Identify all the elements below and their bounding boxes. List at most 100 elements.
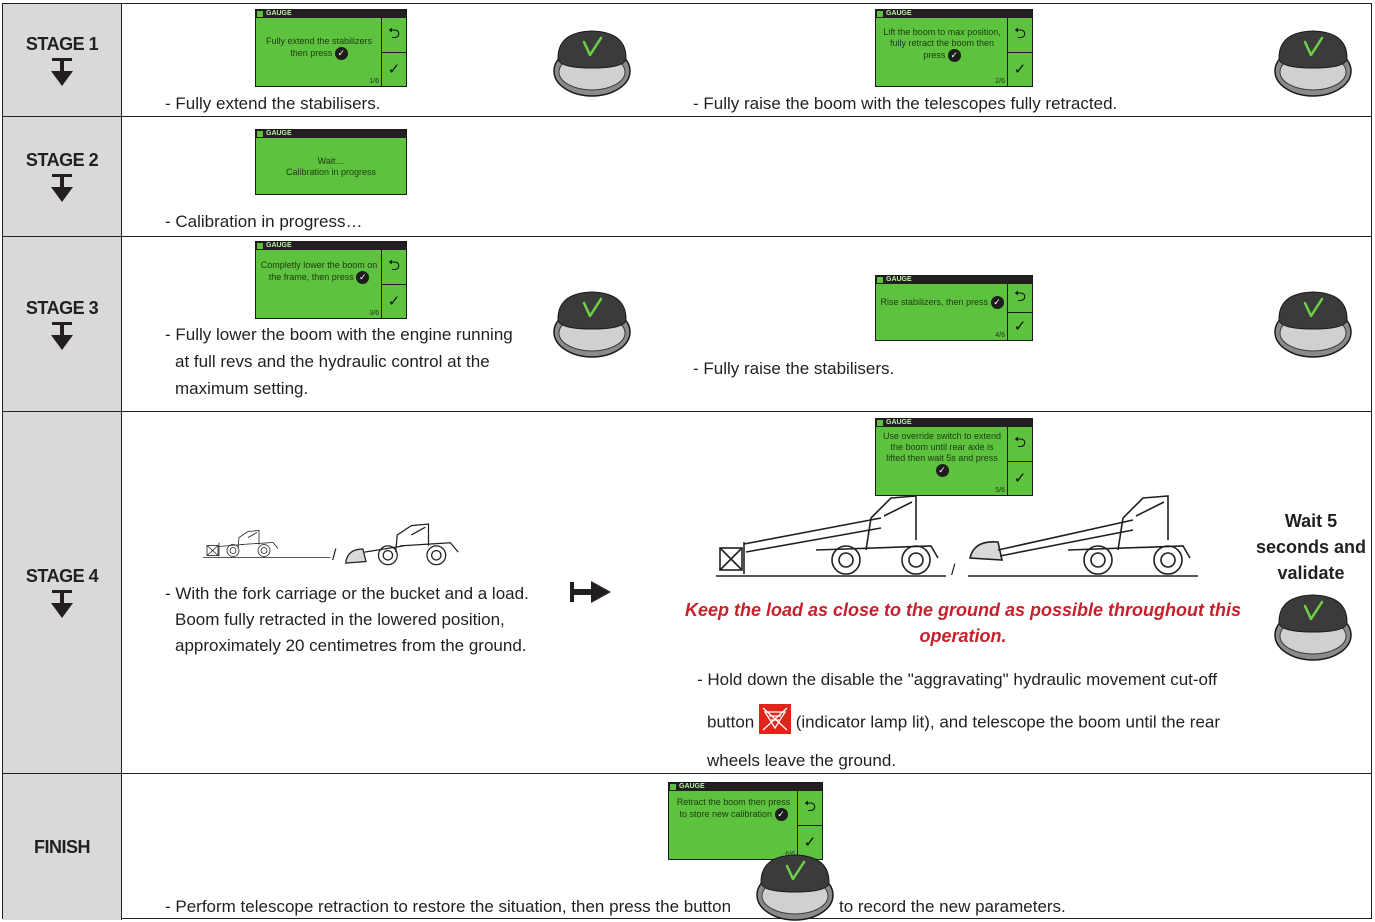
instruction-text: - With the fork carriage or the bucket a…	[165, 584, 529, 603]
stage-1-cell: STAGE 1	[3, 4, 122, 116]
validate-button-icon	[755, 852, 835, 922]
wait-line: Wait 5	[1284, 511, 1338, 531]
screen-header: GAUGE	[679, 783, 705, 790]
checkmark-icon: ✓	[947, 49, 961, 62]
cutoff-lamp-icon	[759, 704, 791, 734]
validate-button-icon	[1273, 592, 1353, 662]
down-arrow-bar-icon	[50, 321, 74, 351]
stage-label: FINISH	[33, 836, 91, 857]
step-counter: 2/6	[995, 78, 1005, 85]
stage-1-row: STAGE 1 GAUGE Fully extend the stabilize…	[3, 4, 1371, 117]
checkmark-icon: ✓	[774, 808, 788, 821]
checkmark-icon: ✓	[1013, 61, 1027, 78]
separator: /	[332, 547, 337, 564]
checkmark-icon: ✓	[387, 61, 401, 78]
screen-message: Fully extend the stabilizers then press	[265, 36, 373, 58]
validate-button-icon	[552, 289, 632, 359]
wait-instruction: Wait 5 seconds and validate	[1255, 508, 1367, 586]
step-counter: 6/6	[785, 851, 795, 858]
stage-4-cell: STAGE 4	[3, 412, 122, 773]
wait-line: validate	[1277, 563, 1345, 583]
checkmark-icon: ✓	[356, 271, 370, 284]
validate-button-icon	[552, 28, 632, 98]
screen-header: GAUGE	[886, 276, 912, 283]
separator: /	[951, 562, 956, 579]
instruction-text: maximum setting.	[175, 379, 309, 398]
gauge-screen: GAUGE Wait… Calibration in progress	[255, 129, 407, 195]
stage-label: STAGE 1	[25, 33, 99, 54]
finish-cell: FINISH	[3, 774, 122, 920]
instruction-text: - Fully lower the boom with the engine r…	[165, 325, 513, 344]
back-arrow-icon: ⮌	[1008, 427, 1032, 462]
finish-row: FINISH GAUGE Retract the boom then press…	[3, 774, 1371, 920]
checkmark-icon: ✓	[990, 296, 1004, 309]
warning-text: Keep the load as close to the ground as …	[653, 597, 1273, 649]
screen-header: GAUGE	[266, 10, 292, 17]
instruction-text: - Fully raise the boom with the telescop…	[693, 94, 1118, 113]
back-arrow-icon: ⮌	[382, 250, 406, 285]
step-counter: 3/6	[369, 310, 379, 317]
gauge-screen: GAUGE Rise stabilizers, then press ✓ 4/6…	[875, 275, 1033, 341]
extended-bucket-telehandler-icon	[965, 490, 1201, 580]
step-counter: 4/6	[995, 332, 1005, 339]
gauge-screen: GAUGE Fully extend the stabilizers then …	[255, 9, 407, 87]
instruction-text: - Calibration in progress…	[165, 212, 363, 231]
checkmark-icon: ✓	[1013, 318, 1027, 335]
checkmark-icon: ✓	[935, 464, 949, 477]
wait-line: seconds and	[1255, 537, 1367, 557]
screen-header: GAUGE	[266, 242, 292, 249]
down-arrow-bar-icon	[50, 173, 74, 203]
stage-label: STAGE 2	[25, 150, 99, 170]
validate-button-icon	[1273, 289, 1353, 359]
back-arrow-icon: ⮌	[1008, 284, 1032, 313]
instruction-text: at full revs and the hydraulic control a…	[175, 352, 490, 371]
step-counter: 1/6	[369, 78, 379, 85]
warning-line: Keep the load as close to the ground as …	[684, 600, 1242, 620]
instruction-text-line: button (indicator lamp lit), and telesco…	[707, 704, 1221, 738]
back-arrow-icon: ⮌	[382, 18, 406, 53]
stage-label: STAGE 3	[25, 297, 99, 318]
down-arrow-bar-icon	[50, 589, 74, 619]
screen-header: GAUGE	[266, 130, 292, 137]
gauge-screen: GAUGE Completly lower the boom on the fr…	[255, 241, 407, 319]
instruction-text: - Fully raise the stabilisers.	[693, 359, 895, 378]
checkmark-icon: ✓	[803, 834, 817, 851]
stage-3-row: STAGE 3 GAUGE Completly lower the boom o…	[3, 237, 1371, 412]
stage-2-cell: STAGE 2	[3, 117, 122, 236]
gauge-screen: GAUGE Lift the boom to max position, ful…	[875, 9, 1033, 87]
instruction-text: - Fully extend the stabilisers.	[165, 94, 381, 113]
right-arrow-bar-icon	[570, 581, 611, 603]
back-arrow-icon: ⮌	[798, 791, 822, 826]
step-counter: 5/6	[995, 487, 1005, 494]
gauge-screen: GAUGE Retract the boom then press to sto…	[668, 782, 823, 860]
gauge-screen: GAUGE Use override switch to extend the …	[875, 418, 1033, 496]
instruction-text: wheels leave the ground.	[707, 751, 897, 770]
instruction-text: - Perform telescope retraction to restor…	[165, 897, 732, 916]
back-arrow-icon: ⮌	[1008, 18, 1032, 53]
checkmark-icon: ✓	[334, 47, 348, 60]
stage-2-row: STAGE 2 GAUGE Wait… Calibration in progr…	[3, 117, 1371, 237]
instruction-text: - Hold down the disable the "aggravating…	[697, 670, 1218, 689]
stage-3-cell: STAGE 3	[3, 237, 122, 411]
screen-message: Completly lower the boom on the frame, t…	[260, 260, 378, 282]
stage-4-row: STAGE 4 / - With the fork carriage or th…	[3, 412, 1371, 774]
screen-message: Lift the boom to max position, fully ret…	[883, 27, 1001, 60]
screen-header: GAUGE	[886, 10, 912, 17]
bucket-telehandler-icon	[341, 512, 466, 572]
validate-button-icon	[1273, 28, 1353, 98]
instruction-text: button	[707, 712, 755, 732]
down-arrow-bar-icon	[50, 57, 74, 87]
screen-message: Retract the boom then press to store new…	[676, 797, 791, 819]
extended-fork-telehandler-icon	[713, 490, 949, 580]
stage-label: STAGE 4	[25, 566, 99, 586]
screen-message: Rise stabilizers, then press	[880, 296, 989, 307]
warning-line: operation.	[919, 626, 1007, 646]
screen-header: GAUGE	[886, 419, 912, 426]
screen-message: Use override switch to extend the boom u…	[882, 431, 1002, 463]
calibration-table: STAGE 1 GAUGE Fully extend the stabilize…	[2, 3, 1372, 919]
instruction-text: (indicator lamp lit), and telescope the …	[795, 712, 1221, 732]
instruction-text: to record the new parameters.	[839, 897, 1066, 916]
checkmark-icon: ✓	[1013, 470, 1027, 487]
fork-telehandler-icon	[203, 512, 333, 572]
screen-message-line: Calibration in progress	[285, 167, 377, 177]
